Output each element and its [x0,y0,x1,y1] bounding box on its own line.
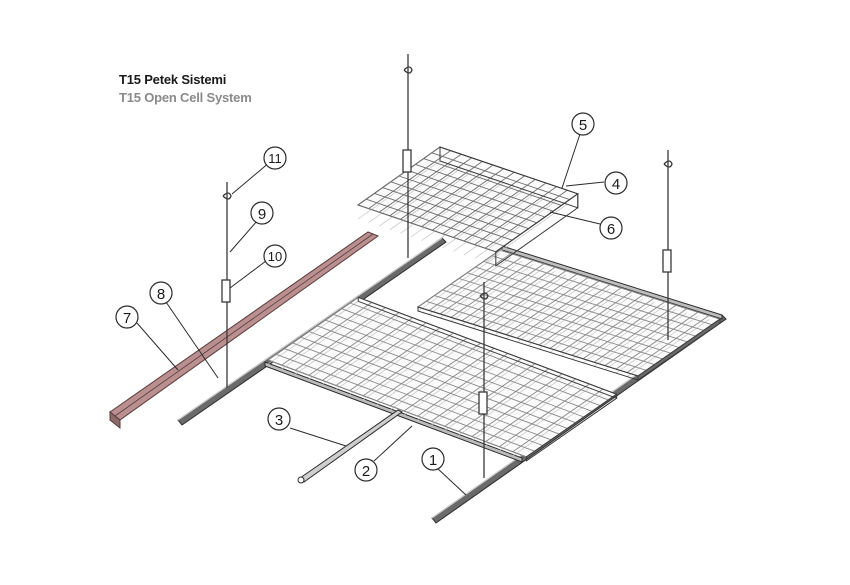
callout-4-label: 4 [612,176,620,193]
diagram-subtitle: T15 Open Cell System [119,90,252,105]
callout-7: 7 [115,305,139,329]
callout-5-label: 5 [579,117,587,134]
callout-3: 3 [267,407,291,431]
callout-6-label: 6 [607,221,615,238]
callout-8-label: 8 [157,286,165,303]
callout-8: 8 [149,281,173,305]
callout-10: 10 [263,244,287,268]
leader-lines [136,133,605,496]
callout-11-label: 11 [268,151,282,166]
callout-3-label: 3 [275,412,283,429]
callout-10-label: 10 [268,249,282,264]
callout-9-label: 9 [258,206,266,223]
diagram-title: T15 Petek Sistemi [119,72,227,87]
callout-5: 5 [571,112,595,136]
installed-cell-grid [266,249,722,462]
callout-6: 6 [599,216,623,240]
callout-4: 4 [604,171,628,195]
callout-2: 2 [354,458,378,482]
callout-9: 9 [250,201,274,225]
callout-2-label: 2 [362,463,370,480]
callout-1-label: 1 [429,452,437,469]
callout-1: 1 [421,447,445,471]
callout-11: 11 [263,146,287,170]
hanger-wires [221,54,673,478]
floating-cell-panel [356,146,579,267]
wall-angle-trim [109,231,380,430]
cross-tees [264,245,723,463]
loose-cross-tee [297,409,403,484]
callout-7-label: 7 [123,310,131,327]
